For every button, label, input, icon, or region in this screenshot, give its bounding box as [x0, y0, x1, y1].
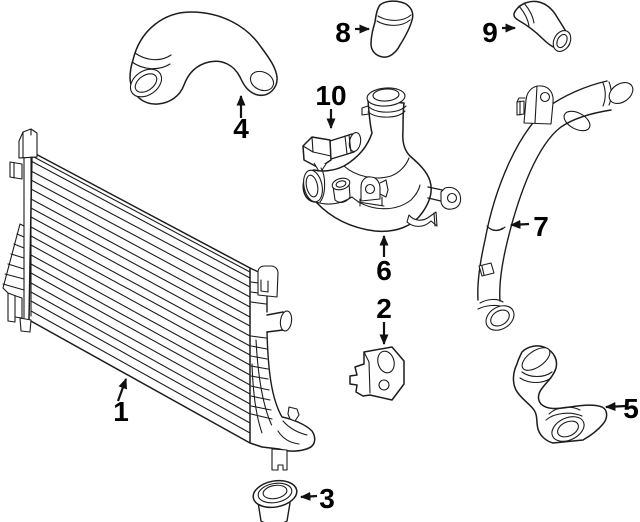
hose-opening — [249, 70, 275, 92]
pipe-opening — [608, 81, 634, 105]
callout-10: 10 — [315, 80, 347, 129]
callout-8: 8 — [335, 17, 370, 48]
part-connector-pipe-assembly[interactable] — [301, 87, 462, 233]
radiator-core[interactable] — [28, 151, 251, 444]
bracket-hole — [377, 350, 395, 374]
radiator-right-tank — [249, 265, 316, 471]
callout-7: 7 — [510, 211, 549, 242]
callout-3: 3 — [300, 483, 335, 514]
callout-8-label[interactable]: 8 — [335, 17, 351, 48]
radiator-outlet-port — [279, 310, 293, 332]
callout-9: 9 — [482, 17, 516, 48]
callout-5-arrow — [605, 402, 627, 412]
callouts: 1 2 3 4 5 6 7 8 — [113, 17, 639, 514]
callout-6: 6 — [376, 235, 392, 286]
hose-opening — [521, 347, 551, 371]
pipe-scoop-flange — [406, 211, 438, 227]
callout-3-arrow — [300, 491, 318, 501]
callout-5-label[interactable]: 5 — [623, 393, 639, 424]
hose-body[interactable] — [370, 0, 414, 58]
hose-body[interactable] — [129, 11, 278, 105]
callout-1-label[interactable]: 1 — [113, 396, 129, 427]
callout-5: 5 — [605, 393, 639, 424]
pipe-body[interactable] — [477, 80, 608, 301]
pipe-opening — [366, 87, 406, 107]
radiator-lower-foot — [271, 448, 288, 471]
callout-4-label[interactable]: 4 — [233, 113, 249, 144]
pipe-mount-bracket — [523, 85, 554, 125]
part-upper-u-hose[interactable] — [125, 11, 278, 105]
part-elbow-hose-9[interactable] — [513, 0, 574, 54]
part-coolant-pipe[interactable] — [477, 78, 637, 335]
callout-9-label[interactable]: 9 — [482, 17, 498, 48]
callout-10-label[interactable]: 10 — [315, 80, 346, 111]
callout-3-label[interactable]: 3 — [319, 483, 335, 514]
callout-6-label[interactable]: 6 — [376, 255, 392, 286]
hose-opening — [129, 68, 163, 98]
part-sensor[interactable] — [302, 132, 362, 174]
pipe-opening — [485, 305, 515, 331]
part-lower-s-hose[interactable] — [512, 343, 608, 446]
callout-4: 4 — [233, 95, 249, 144]
bracket-body[interactable] — [349, 346, 405, 401]
pipe-flange — [303, 169, 323, 203]
pipe-port — [331, 177, 351, 191]
radiator-left-side — [2, 128, 38, 333]
hose-body[interactable] — [512, 345, 608, 444]
part-intercooler-radiator[interactable] — [2, 128, 316, 471]
callout-2-label[interactable]: 2 — [376, 293, 392, 324]
bracket-hole — [378, 379, 390, 391]
callout-7-arrow — [510, 219, 530, 229]
callout-1: 1 — [113, 378, 129, 427]
callout-1-arrow — [116, 378, 128, 402]
part-elbow-hose-8[interactable] — [370, 0, 414, 58]
callout-7-label[interactable]: 7 — [533, 211, 549, 242]
radiator-core-tubes — [30, 160, 251, 434]
part-mount-bracket[interactable] — [349, 346, 405, 401]
part-grommet-mount[interactable] — [251, 477, 299, 522]
callout-2: 2 — [376, 293, 392, 345]
